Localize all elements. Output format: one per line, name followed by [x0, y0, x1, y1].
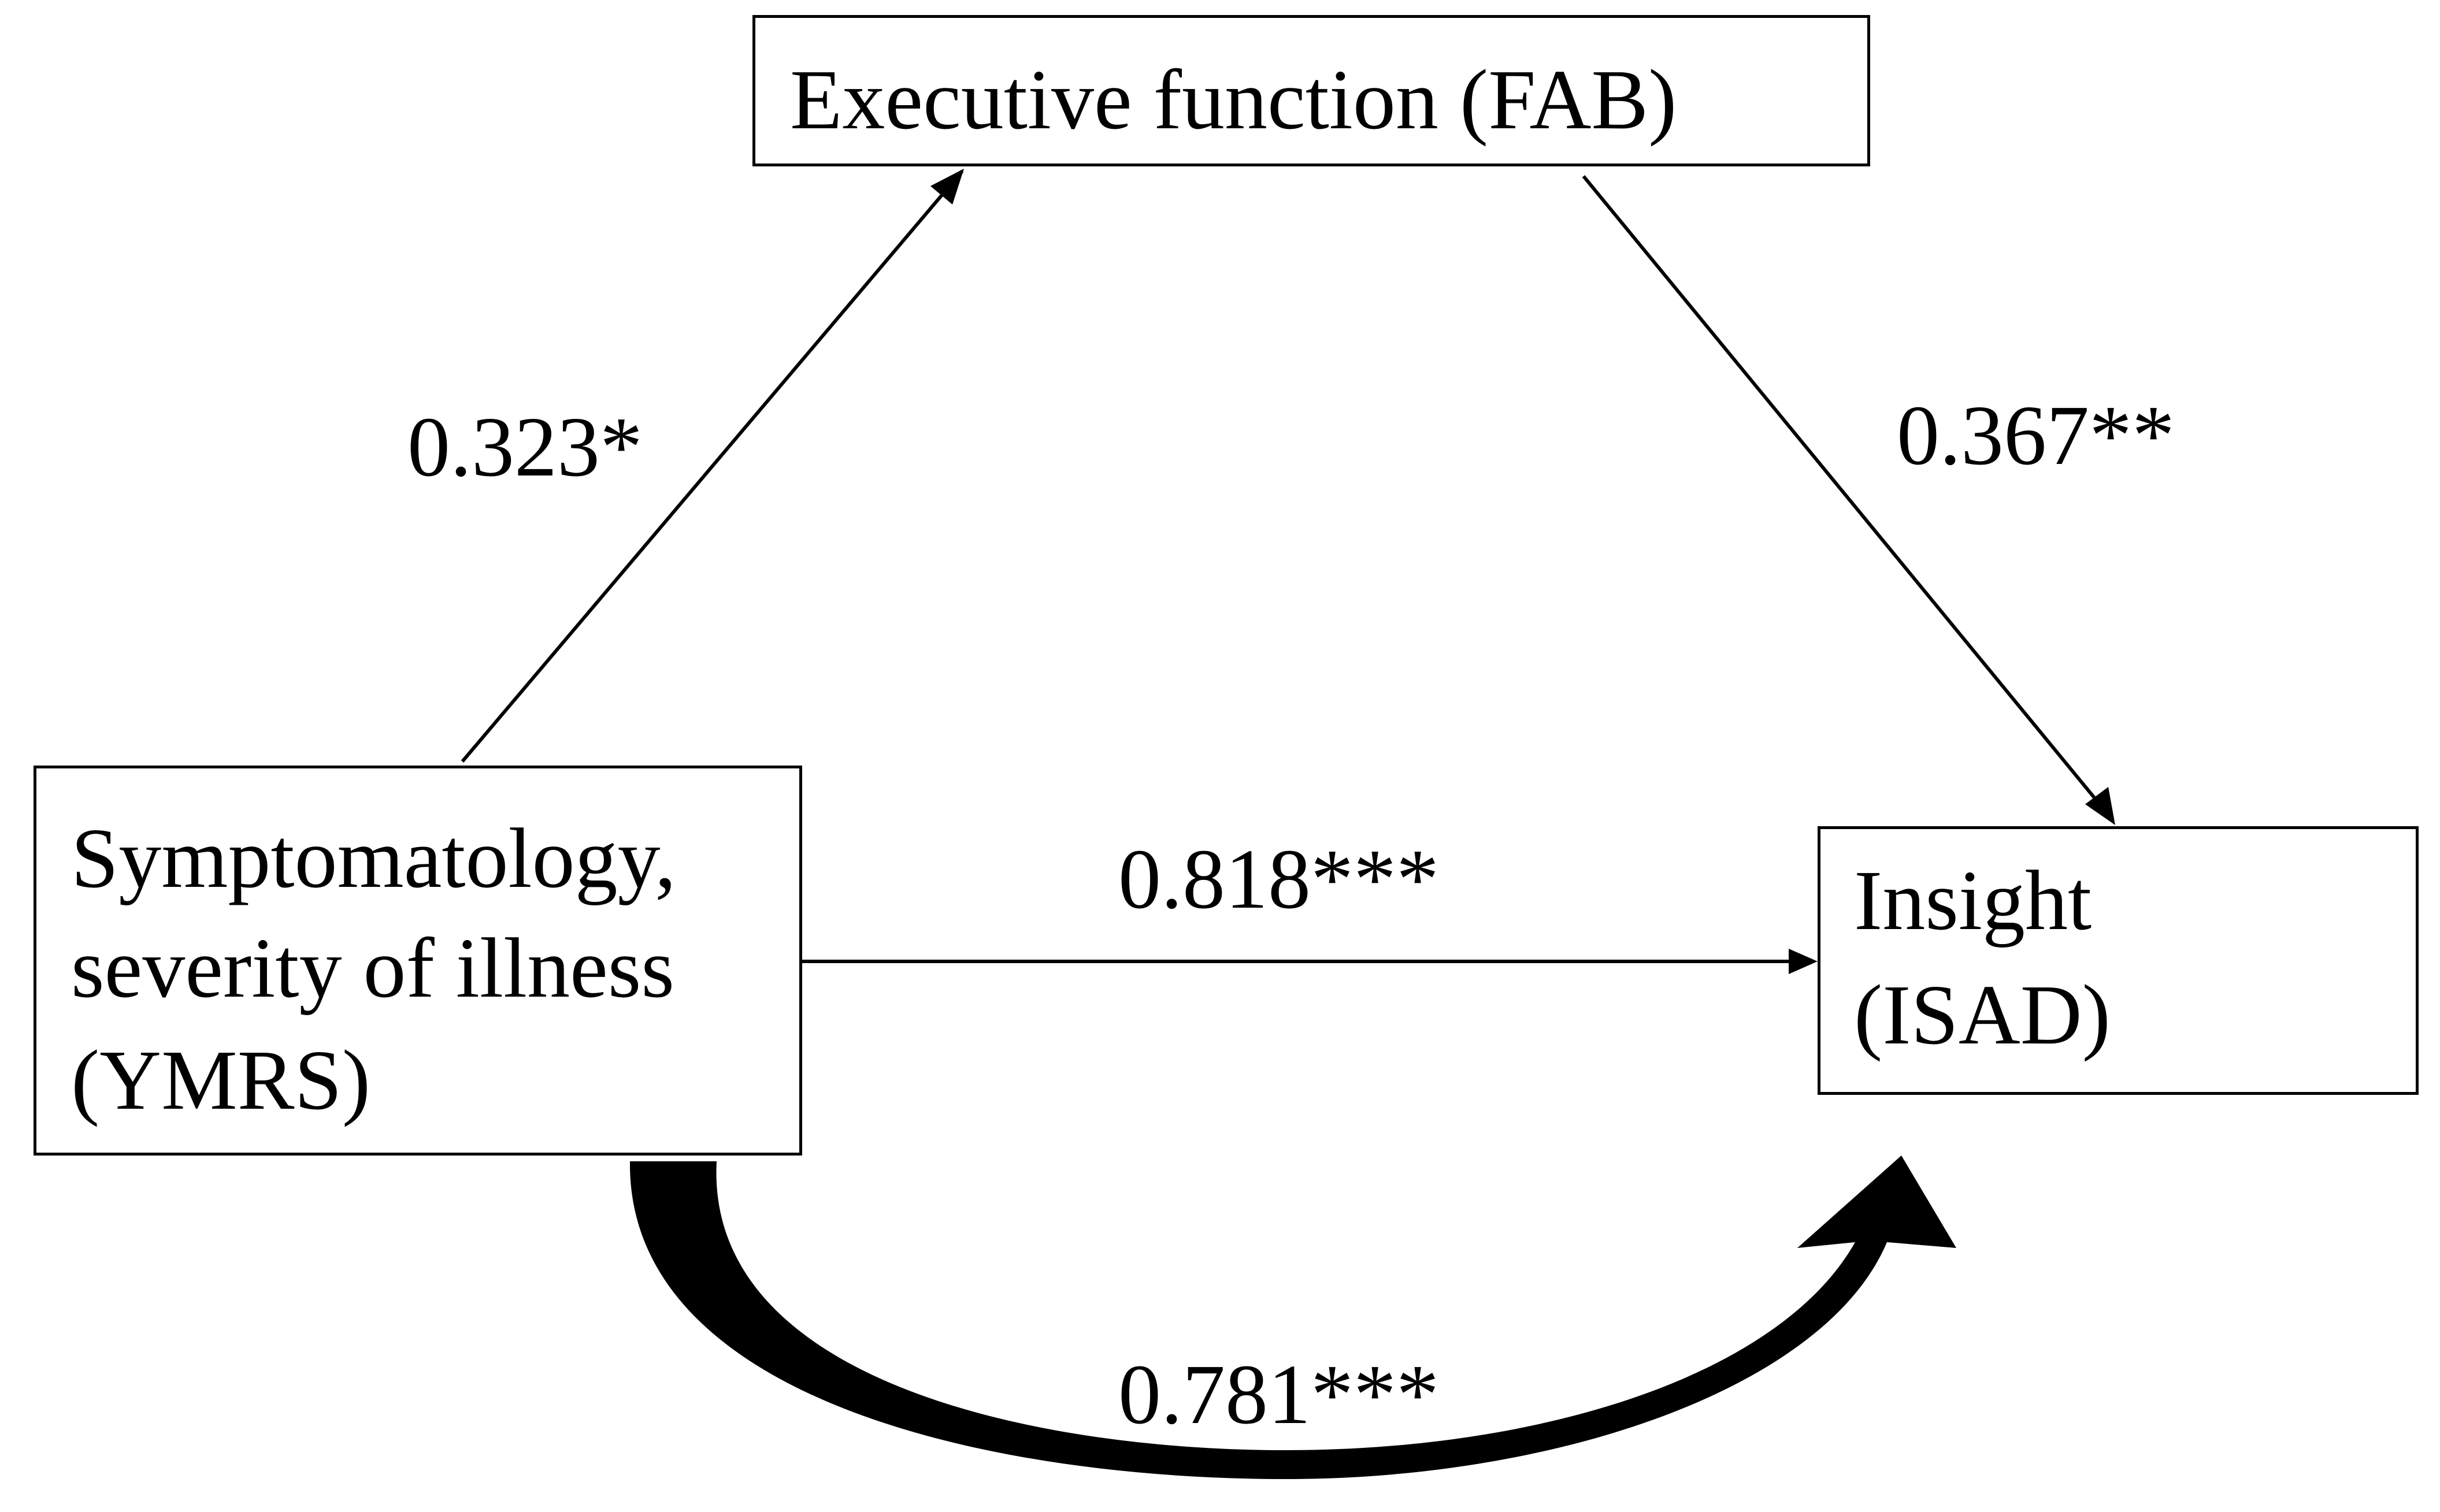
coef-direct: 0.818*** [1118, 832, 1439, 927]
arrowhead-predictor-to-mediator [930, 169, 964, 205]
outcome-label-line-2: (ISAD) [1854, 968, 2111, 1063]
predictor-label-line-3: (YMRS) [71, 1033, 371, 1128]
mediator-box: Executive function (FAB) [752, 15, 1870, 166]
coef-total: 0.781*** [1118, 1347, 1439, 1442]
mediator-label: Executive function (FAB) [790, 53, 1677, 147]
outcome-box: Insight (ISAD) [1818, 826, 2419, 1095]
arrow-predictor-to-mediator [461, 170, 964, 763]
predictor-label-line-2: severity of illness [71, 921, 675, 1016]
outcome-label-line-1: Insight [1854, 853, 2092, 948]
predictor-label-line-1: Symptomatology, [71, 811, 676, 906]
predictor-box: Symptomatology, severity of illness (YMR… [34, 766, 802, 1156]
coef-mediator-to-outcome: 0.367** [1897, 388, 2175, 483]
arrowhead-direct [1789, 949, 1818, 974]
arrow-mediator-to-outcome [1582, 175, 2110, 816]
arrowhead-mediator-to-outcome [2085, 787, 2115, 825]
coef-predictor-to-mediator: 0.323* [407, 400, 643, 495]
